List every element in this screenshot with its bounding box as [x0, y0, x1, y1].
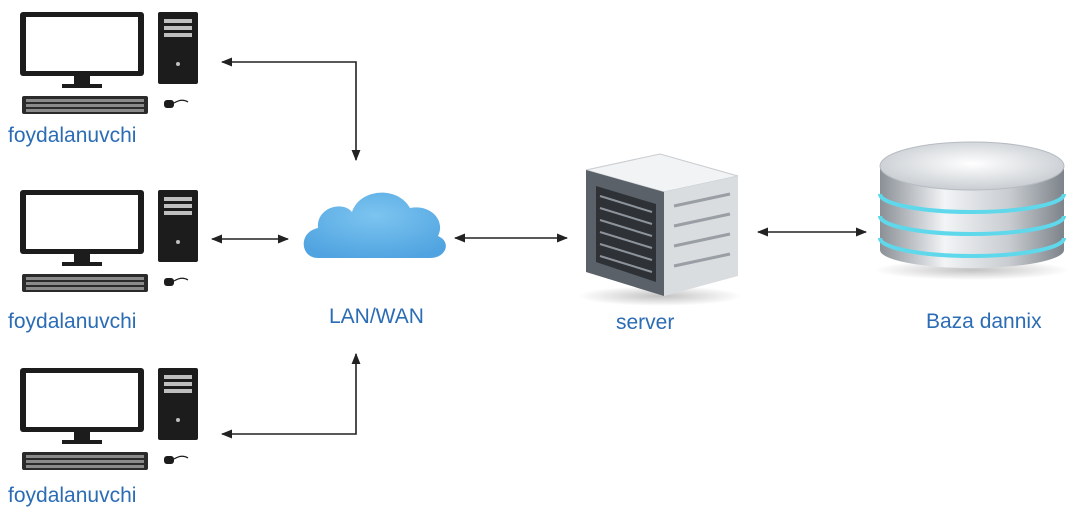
client-computer-2 — [19, 189, 199, 293]
database-label: Baza dannix — [926, 310, 1042, 333]
server-icon — [578, 153, 742, 306]
network-label: LAN/WAN — [329, 305, 424, 328]
client-computer-1 — [19, 11, 199, 115]
database-icon — [874, 141, 1070, 280]
server-label: server — [616, 311, 675, 334]
client-label-2: foydalanuvchi — [8, 310, 137, 333]
connector-client1-network — [220, 57, 361, 162]
client-label-1: foydalanuvchi — [8, 124, 137, 147]
client-label-3: foydalanuvchi — [8, 484, 137, 507]
connector-client3-network — [220, 352, 361, 439]
cloud-icon — [303, 192, 446, 258]
client-computer-3 — [19, 367, 199, 471]
